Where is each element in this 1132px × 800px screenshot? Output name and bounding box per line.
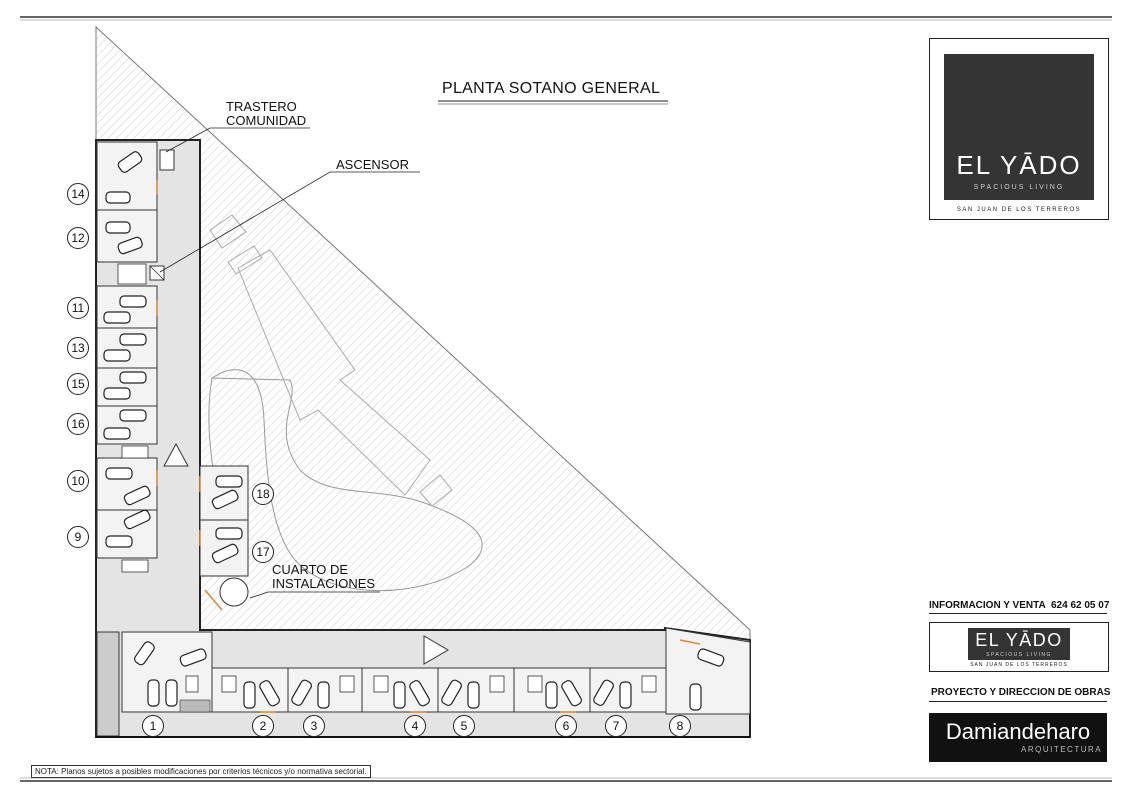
garden-outline	[210, 369, 483, 592]
label-trastero: TRASTERO	[226, 99, 297, 114]
unit-number: 2	[252, 715, 274, 737]
ramp-arrow-horizontal	[423, 635, 449, 665]
unit-number: 7	[605, 715, 627, 737]
brand-logo-panel: EL YĀDO SPACIOUS LIVING SAN JUAN DE LOS …	[929, 38, 1109, 220]
unit-number: 12	[67, 227, 89, 249]
architect-name: Damiandeharo	[945, 719, 1091, 744]
storage-units	[185, 675, 657, 693]
unit-number: 1	[142, 715, 164, 737]
logo-name: EL YĀDO	[956, 150, 1082, 180]
unit-number: 18	[252, 483, 274, 505]
logo-name-small: EL YĀDO	[975, 630, 1063, 650]
door-marks	[156, 180, 701, 713]
unit-number: 16	[67, 413, 89, 435]
unit-number: 4	[404, 715, 426, 737]
label-cuarto: CUARTO DE	[272, 562, 349, 577]
unit-number: 10	[67, 470, 89, 492]
unit-number: 13	[67, 337, 89, 359]
label-ascensor: ASCENSOR	[336, 157, 409, 172]
unit-number: 15	[67, 373, 89, 395]
unit-number: 6	[555, 715, 577, 737]
logo-tagline: SPACIOUS LIVING	[973, 184, 1065, 191]
unit-number: 8	[669, 715, 691, 737]
unit-number: 11	[67, 297, 89, 319]
car-symbols	[103, 151, 725, 711]
ramp-arrow-vertical	[163, 442, 189, 467]
unit-number: 5	[453, 715, 475, 737]
architect-subtitle: ARQUITECTURA	[1021, 745, 1103, 754]
brand-logo-small: EL YĀDO SPACIOUS LIVING SAN JUAN DE LOS …	[929, 622, 1109, 672]
leader-lines	[159, 127, 420, 599]
unit-number: 3	[303, 715, 325, 737]
logo-location-small: SAN JUAN DE LOS TERREROS	[970, 662, 1068, 668]
trastero-room	[159, 149, 175, 171]
architect-logo: Damiandeharo ARQUITECTURA	[929, 713, 1107, 762]
upper-building-outline	[237, 249, 431, 496]
unit-number: 17	[252, 541, 274, 563]
drawing-title: PLANTA SOTANO GENERAL	[442, 80, 661, 97]
installations-room	[219, 577, 249, 607]
label-comunidad: COMUNIDAD	[226, 113, 307, 128]
label-instalaciones: INSTALACIONES	[272, 576, 376, 591]
logo-tagline-small: SPACIOUS LIVING	[986, 652, 1052, 658]
sales-phone: 624 62 05 07	[1051, 600, 1110, 611]
logo-location: SAN JUAN DE LOS TERREROS	[956, 207, 1082, 213]
disclaimer-note: NOTA: Planos sujetos a posibles modifica…	[31, 765, 371, 778]
unit-number: 9	[67, 526, 89, 548]
project-label: PROYECTO Y DIRECCION DE OBRAS	[931, 687, 1111, 698]
unit-number: 14	[67, 183, 89, 205]
entrance-ramp	[96, 631, 120, 737]
brand-logo: EL YĀDO SPACIOUS LIVING	[944, 54, 1094, 200]
sales-label: INFORMACION Y VENTA	[929, 600, 1046, 611]
